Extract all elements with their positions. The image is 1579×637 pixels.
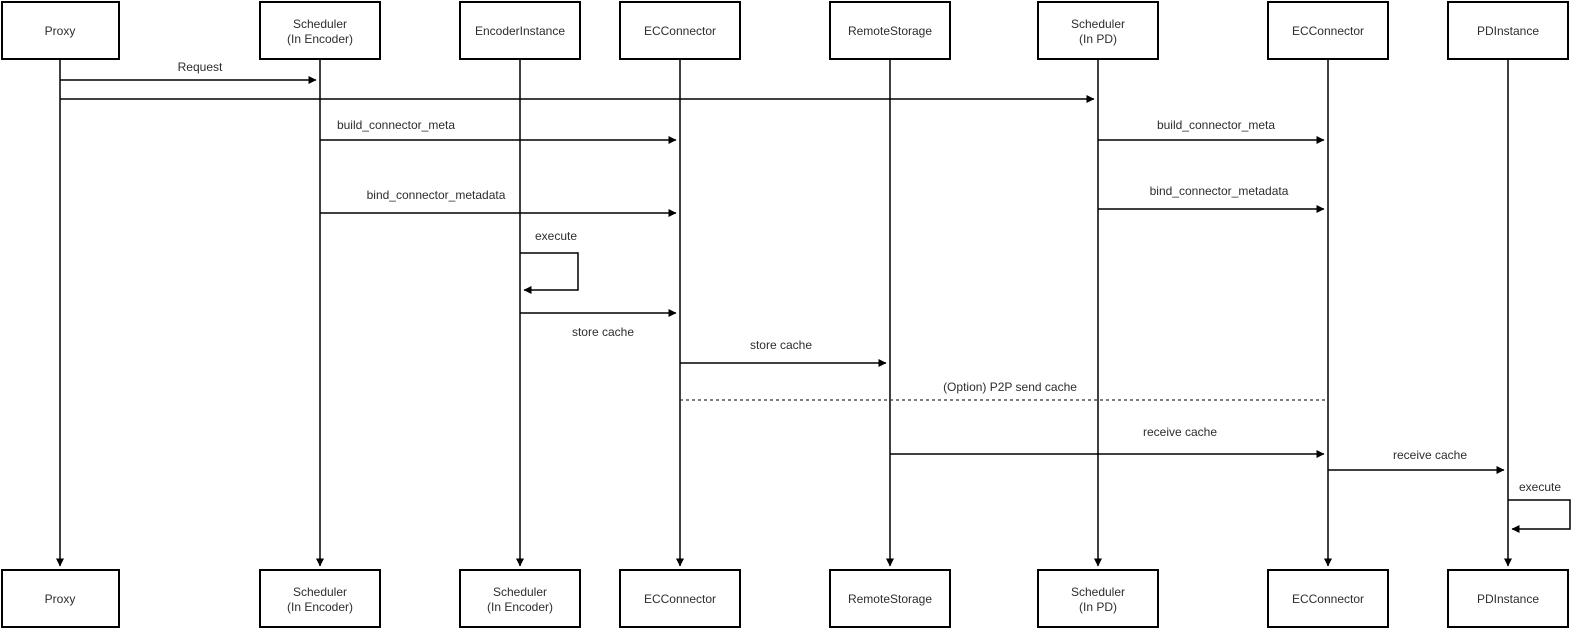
- actor-label: ECConnector: [1292, 592, 1364, 606]
- actor-label: EncoderInstance: [475, 24, 565, 38]
- actor-box: [259, 1, 381, 60]
- message-label: Request: [178, 60, 223, 74]
- actor-label: Proxy: [45, 24, 76, 38]
- actor-box: [1, 569, 120, 628]
- message-store-cache-ec-to-storage: store cache: [680, 338, 887, 367]
- actor-bottom-scheduler-in-encoder-2: Scheduler (In Encoder): [459, 569, 581, 628]
- actor-box: [829, 1, 951, 60]
- actor-bottom-ec-connector-pd: ECConnector: [1267, 569, 1389, 628]
- message-label: execute: [1519, 480, 1561, 494]
- actor-top-scheduler-in-encoder: Scheduler (In Encoder): [259, 1, 381, 60]
- actor-top-encoder-instance: EncoderInstance: [459, 1, 581, 60]
- message-build-connector-meta-pd: build_connector_meta: [1098, 118, 1325, 144]
- actor-top-remote-storage: RemoteStorage: [829, 1, 951, 60]
- message-label: build_connector_meta: [337, 118, 455, 132]
- message-bind-connector-metadata-pd: bind_connector_metadata: [1098, 184, 1325, 213]
- actor-box: [459, 569, 581, 628]
- message-label: execute: [535, 229, 577, 243]
- self-loop-arrow: [520, 252, 579, 294]
- actor-bottom-scheduler-in-pd: Scheduler (In PD): [1037, 569, 1159, 628]
- actor-bottom-scheduler-in-encoder: Scheduler (In Encoder): [259, 569, 381, 628]
- actor-box: [1, 1, 120, 60]
- actor-label: ECConnector: [644, 592, 716, 606]
- message-receive-cache-ec-to-pd: receive cache: [1328, 448, 1505, 474]
- actor-box: [1447, 1, 1569, 60]
- actor-box: [829, 569, 951, 628]
- actor-label-line2: (In Encoder): [287, 600, 353, 614]
- message-build-connector-meta-encoder: build_connector_meta: [320, 118, 677, 144]
- message-store-cache-encoder-to-ec: store cache: [520, 309, 677, 339]
- actor-box: [259, 569, 381, 628]
- message-receive-cache-storage-to-ec: receive cache: [890, 425, 1325, 458]
- actor-label-line2: (In Encoder): [287, 32, 353, 46]
- actor-label: Proxy: [45, 592, 76, 606]
- actor-top-ec-connector-encoder: ECConnector: [619, 1, 741, 60]
- message-label: (Option) P2P send cache: [943, 380, 1077, 394]
- actor-label: RemoteStorage: [848, 592, 932, 606]
- actor-bottom-proxy: Proxy: [1, 569, 120, 628]
- message-label: bind_connector_metadata: [1150, 184, 1289, 198]
- actor-label-line1: Scheduler: [1071, 585, 1125, 599]
- actor-box: [459, 1, 581, 60]
- actor-top-ec-connector-pd: ECConnector: [1267, 1, 1389, 60]
- message-label: receive cache: [1143, 425, 1217, 439]
- lifelines: [56, 59, 1512, 567]
- message-label: build_connector_meta: [1157, 118, 1275, 132]
- actor-box: [1267, 1, 1389, 60]
- actor-top-scheduler-in-pd: Scheduler (In PD): [1037, 1, 1159, 60]
- actor-label: PDInstance: [1477, 592, 1539, 606]
- message-request: Request: [60, 60, 317, 84]
- actor-label: PDInstance: [1477, 24, 1539, 38]
- message-label: receive cache: [1393, 448, 1467, 462]
- actor-bottom-pd-instance: PDInstance: [1447, 569, 1569, 628]
- actor-label-line1: Scheduler: [293, 585, 347, 599]
- actor-box: [1267, 569, 1389, 628]
- actor-top-pd-instance: PDInstance: [1447, 1, 1569, 60]
- actor-label-line2: (In PD): [1079, 600, 1117, 614]
- actor-box: [619, 569, 741, 628]
- actor-box: [1037, 1, 1159, 60]
- message-bind-connector-metadata-encoder: bind_connector_metadata: [320, 188, 677, 217]
- message-execute-encoder-self-loop: execute: [520, 229, 579, 294]
- actor-bottom-ec-connector-encoder: ECConnector: [619, 569, 741, 628]
- actor-label: RemoteStorage: [848, 24, 932, 38]
- self-loop-arrow: [1508, 499, 1571, 533]
- message-p2p-send-cache: (Option) P2P send cache: [680, 380, 1328, 401]
- actor-box: [1447, 569, 1569, 628]
- actor-label: ECConnector: [644, 24, 716, 38]
- actor-box: [619, 1, 741, 60]
- actor-label-line2: (In PD): [1079, 32, 1117, 46]
- actor-top-proxy: Proxy: [1, 1, 120, 60]
- actor-bottom-remote-storage: RemoteStorage: [829, 569, 951, 628]
- message-label: store cache: [572, 325, 634, 339]
- actor-label: ECConnector: [1292, 24, 1364, 38]
- actor-label-line1: Scheduler: [1071, 17, 1125, 31]
- actor-box: [1037, 569, 1159, 628]
- actor-label-line2: (In Encoder): [487, 600, 553, 614]
- message-label: store cache: [750, 338, 812, 352]
- actor-label-line1: Scheduler: [293, 17, 347, 31]
- message-label: bind_connector_metadata: [367, 188, 506, 202]
- actor-label-line1: Scheduler: [493, 585, 547, 599]
- message-execute-pd-self-loop: execute: [1508, 480, 1571, 533]
